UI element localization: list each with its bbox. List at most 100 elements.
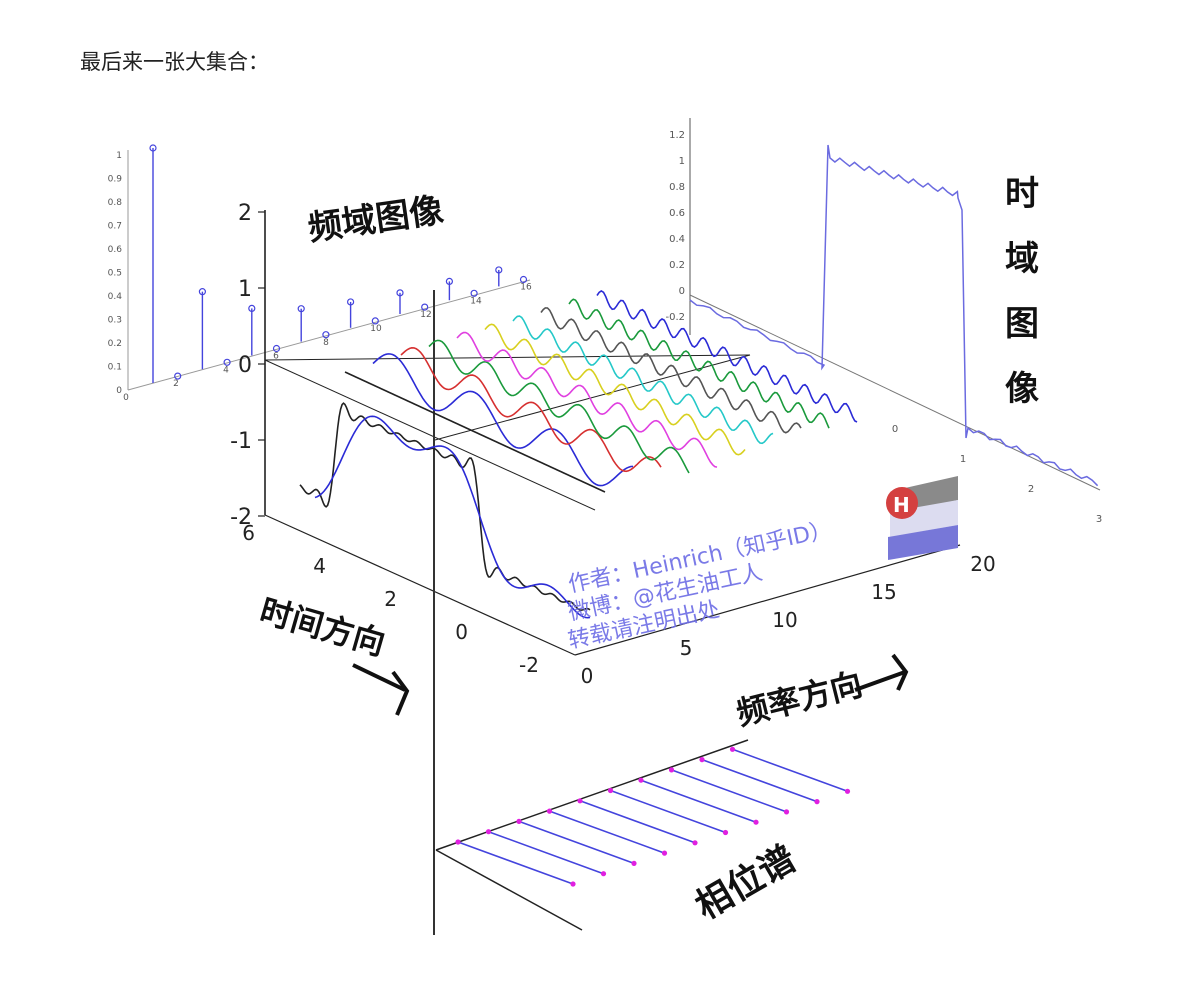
phase-stem-tip-dot — [814, 799, 820, 805]
stem-marker — [396, 289, 404, 297]
phase-stem-tip-dot — [661, 850, 668, 856]
sine-component-line — [428, 339, 690, 474]
composite-wave-line — [299, 402, 591, 612]
freq-direction-arrow — [854, 653, 909, 692]
phase-stem-line — [518, 820, 635, 865]
td-y-tick-label: 0.6 — [669, 208, 685, 219]
time-domain-x-axis — [689, 294, 1101, 491]
sine-component-line — [344, 371, 606, 493]
sine-component-line — [512, 315, 774, 445]
phase-stem-tip-dot — [692, 840, 698, 846]
sine-component-line — [456, 331, 718, 468]
freq-tick-label: 10 — [772, 608, 797, 632]
time-tick-label: 2 — [384, 587, 397, 611]
phase-stem-line — [610, 789, 726, 834]
phase-stem-base-dot — [729, 746, 736, 752]
stem-y-tick-label: 0.4 — [108, 292, 123, 302]
phase-stem-line — [701, 758, 818, 803]
phase-stem-line — [579, 800, 696, 844]
time-tick-label: 0 — [455, 620, 468, 644]
time-tick-label: -2 — [519, 653, 539, 677]
phase-side-axis — [435, 849, 583, 931]
sine-component-line — [372, 353, 634, 487]
phase-stem-tip-dot — [722, 829, 729, 836]
stem-marker — [322, 331, 330, 339]
td-y-tick-label: 0.2 — [669, 260, 685, 271]
stem-marker — [371, 317, 379, 325]
sine-component-line — [596, 289, 858, 423]
zero-plane-edge-left — [264, 359, 596, 511]
stem-x-tick-label: 4 — [223, 365, 229, 375]
zero-plane-edge-back — [264, 354, 751, 361]
stem-marker — [519, 275, 528, 284]
phase-back-axis — [435, 739, 749, 851]
stem-x-tick-label: 8 — [323, 338, 329, 348]
phase-stem-base-dot — [516, 818, 522, 825]
stem-marker — [149, 144, 157, 152]
fundamental-wave-line — [314, 415, 591, 619]
phase-stem-base-dot — [668, 767, 675, 773]
phase-stem-line — [671, 769, 787, 813]
z-tick-label: 2 — [238, 201, 252, 226]
stem-marker — [174, 372, 182, 380]
stem-y-tick-label: 0.2 — [108, 339, 122, 349]
stem-y-tick-label: 0.6 — [108, 245, 123, 255]
phase-spectrum — [435, 739, 851, 931]
intro-text: 最后来一张大集合： — [80, 50, 269, 74]
time-tick-label: 6 — [242, 521, 255, 545]
z-tick-label: 0 — [238, 353, 252, 378]
phase-stem-base-dot — [546, 808, 553, 814]
time-direction-text: 时间方向 — [256, 591, 390, 663]
td-x-tick-label: 1 — [960, 454, 966, 465]
logo-letter: H — [893, 493, 910, 517]
td-y-tick-label: 1 — [679, 156, 685, 167]
phase-stem-line — [732, 748, 848, 793]
square-wave-line — [689, 144, 1099, 487]
phase-stem-tip-dot — [783, 809, 790, 815]
td-y-tick-label: 0.4 — [669, 234, 685, 245]
sine-component-line — [484, 323, 746, 456]
stem-x-tick-label: 12 — [420, 310, 431, 320]
freq-direction-text: 频率方向 — [733, 665, 866, 733]
stem-marker — [421, 303, 429, 311]
td-x-tick-label: 2 — [1028, 484, 1034, 495]
stem-marker — [198, 288, 206, 296]
td-x-tick-label: 0 — [892, 424, 898, 435]
stem-marker — [445, 277, 453, 285]
phase-stem-line — [640, 779, 757, 823]
freq-tick-label: 0 — [581, 664, 594, 688]
time-tick-label: 4 — [313, 554, 326, 578]
phase-spectrum-label: 相位谱 — [689, 838, 803, 928]
time-axis — [264, 514, 576, 656]
phase-stem-base-dot — [638, 777, 644, 783]
stem-y-tick-label: 1 — [116, 151, 122, 161]
time-image-label: 时 域 图 像 — [1005, 174, 1039, 409]
stem-y-tick-label: 0.5 — [108, 269, 122, 279]
stem-marker — [248, 304, 256, 312]
phase-stem-tip-dot — [570, 881, 576, 887]
time-image-char: 像 — [1005, 369, 1039, 409]
td-y-tick-label: -0.2 — [665, 312, 685, 323]
stem-x-tick-label: 14 — [470, 296, 482, 306]
stem-marker — [347, 298, 355, 306]
freq-tick-label: 5 — [680, 636, 693, 660]
stem-x-tick-label: 0 — [123, 393, 129, 403]
stem-y-tick-label: 0 — [116, 386, 122, 396]
stem-y-tick-label: 0.1 — [108, 363, 122, 373]
frequency-axis — [574, 544, 961, 656]
stem-x-tick-label: 10 — [370, 324, 382, 334]
sine-components — [299, 289, 858, 619]
td-x-tick-label: 3 — [1096, 514, 1102, 525]
phase-stem-base-dot — [577, 798, 583, 804]
phase-stem-base-dot — [485, 829, 492, 835]
freq-tick-label: 15 — [871, 580, 896, 604]
time-direction-arrow — [352, 663, 410, 716]
phase-stem-line — [549, 810, 665, 854]
z-tick-label: -2 — [230, 505, 252, 530]
phase-stem-base-dot — [455, 839, 461, 845]
time-image-char: 图 — [1005, 304, 1039, 344]
stem-y-tick-label: 0.3 — [108, 316, 122, 326]
freq-image-label: 频域图像 — [306, 190, 446, 249]
stem-x-tick-label: 6 — [273, 352, 279, 362]
